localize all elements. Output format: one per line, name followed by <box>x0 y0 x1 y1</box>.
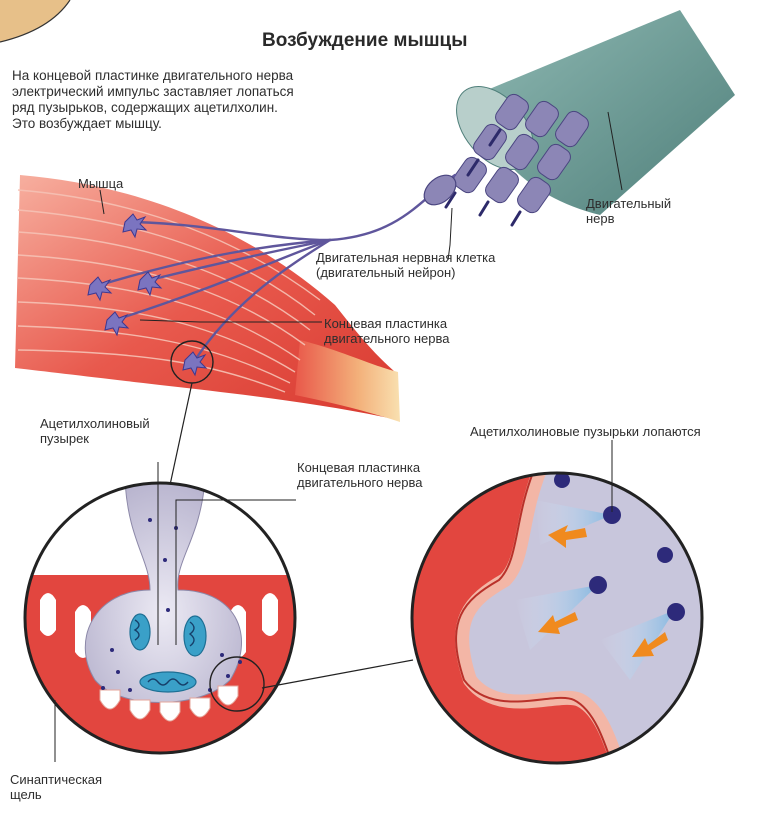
label-end-plate: Концевая пластинка двигательного нерва <box>324 316 450 346</box>
label-motor-nerve: Двигательный нерв <box>586 196 672 226</box>
label-acetylcholine-vesicle: Ацетилхолиновый пузырек <box>40 416 150 446</box>
motor-neuron-axon <box>98 173 457 362</box>
right-inset <box>412 473 702 763</box>
label-vesicles-burst: Ацетилхолиновые пузырьки лопаются <box>470 424 701 439</box>
diagram-title: Возбуждение мышцы <box>262 30 468 51</box>
motor-nerve-illustration <box>444 10 735 227</box>
left-inset <box>25 483 295 753</box>
label-muscle: Мышца <box>78 176 124 191</box>
corner-decoration <box>0 0 70 42</box>
intro-text: На концевой пластинке двигательного нерв… <box>12 68 294 131</box>
label-end-plate-inset: Концевая пластинка двигательного нерва <box>297 460 423 490</box>
muscle-illustration <box>15 175 400 422</box>
label-synaptic-cleft: Синаптическая щель <box>10 772 103 802</box>
label-motor-neuron: Двигательная нервная клетка (двигательны… <box>316 250 496 280</box>
end-plate-blobs <box>87 213 208 377</box>
